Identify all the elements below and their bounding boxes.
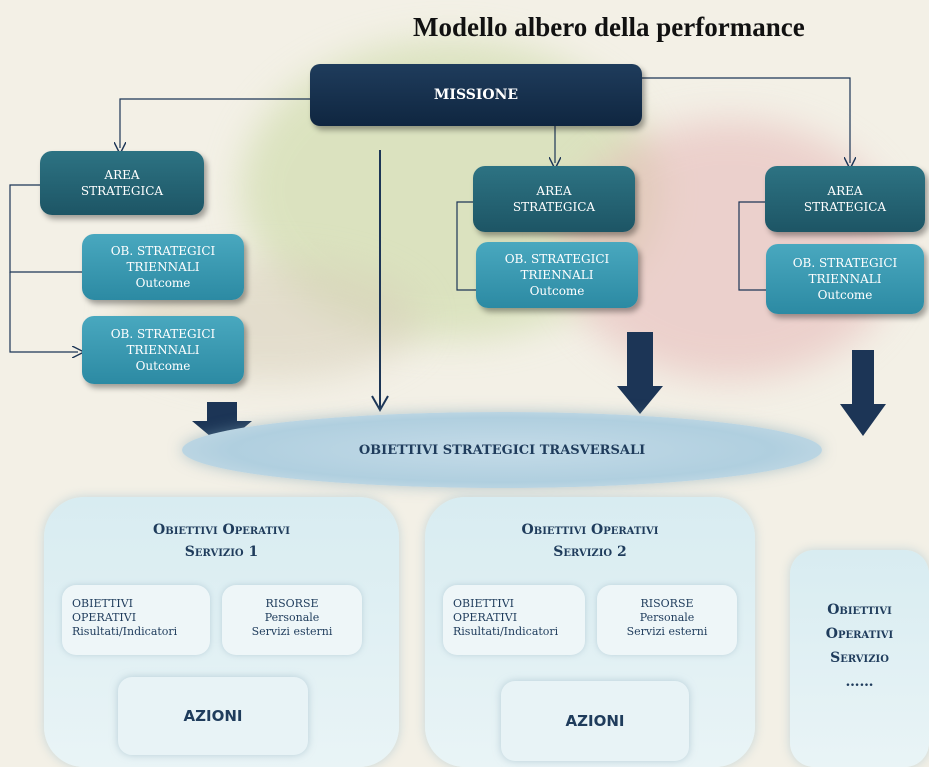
obj-line2: OPERATIVI	[72, 611, 137, 624]
resources-box: RISORSE Personale Servizi esterni	[222, 585, 362, 655]
obj-line3: Risultati/Indicatori	[453, 625, 559, 638]
actions-label: AZIONI	[183, 707, 243, 725]
connector-line	[642, 77, 850, 163]
res-line1: RISORSE	[640, 597, 694, 610]
service-title-line2: Servizio 2	[553, 544, 627, 560]
actions-label: AZIONI	[565, 712, 625, 730]
strategic-objective-box: OB. STRATEGICI TRIENNALI Outcome	[766, 244, 924, 314]
connector-line	[120, 98, 310, 148]
obj-line1: OBIETTIVI	[453, 597, 514, 610]
ob-line3: Outcome	[135, 359, 191, 373]
service-title-line1: Obiettivi Operativi	[153, 522, 290, 538]
mission-label: MISSIONE	[433, 87, 519, 103]
service-title-line3: Servizio	[830, 650, 889, 666]
obj-line3: Risultati/Indicatori	[72, 625, 178, 638]
strategic-area-box: AREA STRATEGICA	[473, 166, 635, 232]
operational-objectives-box: OBIETTIVI OPERATIVI Risultati/Indicatori	[443, 585, 585, 655]
area-line1: AREA	[536, 184, 572, 198]
obj-line2: OPERATIVI	[453, 611, 518, 624]
ob-line2: TRIENNALI	[126, 260, 200, 274]
service-title-line2: Operativi	[825, 626, 894, 642]
connector-line	[738, 201, 766, 291]
operational-objectives-box: OBIETTIVI OPERATIVI Risultati/Indicatori	[62, 585, 210, 655]
res-line3: Servizi esterni	[626, 625, 708, 638]
res-line2: Personale	[639, 611, 695, 624]
res-line3: Servizi esterni	[251, 625, 333, 638]
ob-line3: Outcome	[817, 288, 873, 302]
area-line1: AREA	[104, 168, 140, 182]
connector-line	[9, 272, 78, 352]
service-title-line2: Servizio 1	[184, 544, 259, 560]
transversal-objectives-ellipse: OBIETTIVI STRATEGICI TRASVERSALI	[182, 412, 822, 488]
block-arrow	[840, 350, 886, 436]
service-title: Obiettivi Operativi Servizio ……	[790, 598, 929, 694]
strategic-area-box: AREA STRATEGICA	[40, 151, 204, 215]
arrow-head	[371, 395, 389, 413]
block-arrow	[192, 402, 252, 446]
actions-box: AZIONI	[118, 677, 308, 755]
service-title-line4: ……	[845, 674, 874, 690]
ob-line1: OB. STRATEGICI	[504, 252, 610, 266]
actions-box: AZIONI	[501, 681, 689, 761]
transversal-objectives-label: OBIETTIVI STRATEGICI TRASVERSALI	[358, 442, 646, 458]
res-line1: RISORSE	[265, 597, 319, 610]
strategic-objective-box: OB. STRATEGICI TRIENNALI Outcome	[82, 316, 244, 384]
service-panel-more: Obiettivi Operativi Servizio ……	[790, 550, 929, 767]
service-title: Obiettivi Operativi Servizio 1	[44, 519, 399, 563]
strategic-objective-box: OB. STRATEGICI TRIENNALI Outcome	[82, 234, 244, 300]
ob-line3: Outcome	[135, 276, 191, 290]
strategic-area-box: AREA STRATEGICA	[765, 166, 925, 232]
service-title: Obiettivi Operativi Servizio 2	[425, 519, 755, 563]
ob-line1: OB. STRATEGICI	[110, 327, 216, 341]
area-line2: STRATEGICA	[512, 200, 596, 214]
block-arrow	[617, 332, 663, 414]
connector-line	[9, 184, 82, 273]
area-line1: AREA	[827, 184, 863, 198]
obj-line1: OBIETTIVI	[72, 597, 133, 610]
ob-line2: TRIENNALI	[126, 343, 200, 357]
mission-box: MISSIONE	[310, 64, 642, 126]
service-panel-2: Obiettivi Operativi Servizio 2 OBIETTIVI…	[425, 497, 755, 767]
ob-line3: Outcome	[529, 284, 585, 298]
res-line2: Personale	[264, 611, 320, 624]
strategic-objective-box: OB. STRATEGICI TRIENNALI Outcome	[476, 242, 638, 308]
service-title-line1: Obiettivi Operativi	[521, 522, 659, 538]
service-title-line1: Obiettivi	[827, 602, 892, 618]
resources-box: RISORSE Personale Servizi esterni	[597, 585, 737, 655]
area-line2: STRATEGICA	[80, 184, 164, 198]
service-panel-1: Obiettivi Operativi Servizio 1 OBIETTIVI…	[44, 497, 399, 767]
ob-line2: TRIENNALI	[520, 268, 594, 282]
ob-line1: OB. STRATEGICI	[792, 256, 898, 270]
area-line2: STRATEGICA	[803, 200, 887, 214]
connector-line	[456, 201, 476, 291]
ob-line1: OB. STRATEGICI	[110, 244, 216, 258]
page-title: Modello albero della performance	[413, 12, 805, 42]
ob-line2: TRIENNALI	[808, 272, 882, 286]
